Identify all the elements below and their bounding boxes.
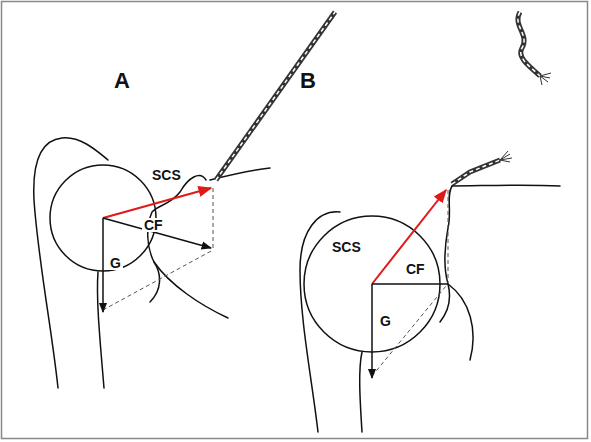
glenoid-outline — [440, 186, 452, 322]
torn-tendon-retracted — [518, 12, 540, 76]
vector-label: SCS — [150, 168, 183, 182]
tendon-texture — [518, 12, 540, 76]
cf-vector — [103, 218, 211, 248]
g-vector — [102, 218, 104, 312]
tendon-texture — [216, 12, 335, 180]
acromion-edge — [452, 184, 560, 186]
dashed-guide — [213, 188, 214, 248]
vector-label: G — [108, 256, 123, 270]
humerus-shaft — [360, 352, 362, 432]
vector-label: G — [378, 314, 393, 328]
frayed-end — [540, 73, 551, 85]
vector-label: CF — [404, 262, 427, 276]
tendon-texture — [452, 160, 500, 184]
vector-label: CF — [142, 218, 165, 232]
tendon — [216, 12, 335, 180]
panel-letter: A — [112, 70, 132, 92]
scapula-edge — [154, 262, 228, 318]
g-vector — [371, 284, 373, 378]
dashed-guide — [103, 250, 213, 310]
frayed-end — [500, 151, 512, 162]
vector-label: SCS — [330, 240, 363, 254]
dashed-guide — [372, 286, 446, 376]
panel-letter: B — [298, 70, 318, 92]
cf-vector — [372, 283, 448, 285]
dashed-guide — [448, 190, 449, 284]
scapula-edge — [448, 284, 473, 360]
scs-vector — [103, 188, 211, 218]
scs-vector — [372, 190, 446, 284]
torn-tendon-stub — [452, 160, 500, 184]
